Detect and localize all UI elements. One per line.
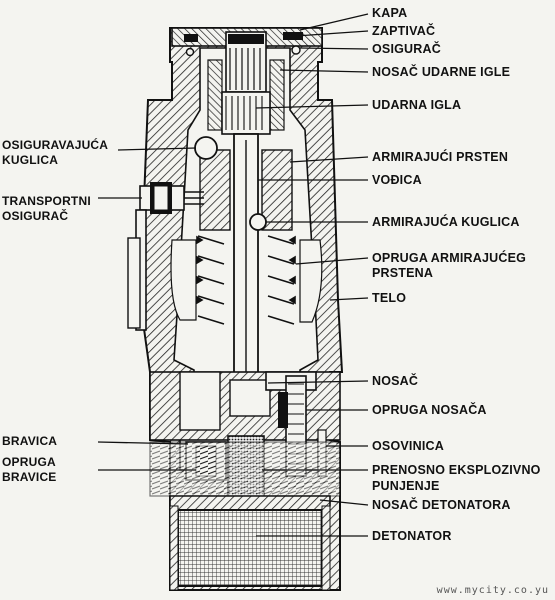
label-transportni: TRANSPORTNI (2, 194, 91, 208)
label-nosac: NOSAČ (372, 374, 419, 388)
transport-safety (127, 182, 204, 331)
label-armirajuca-kuglica: ARMIRAJUĆA KUGLICA (372, 215, 520, 229)
leader-lines (97, 13, 369, 537)
label-zaptivac: ZAPTIVAČ (372, 24, 436, 38)
arming-ball (249, 213, 267, 231)
safety-osigurac-left (185, 47, 195, 57)
label-osovinica: OSOVINICA (372, 439, 444, 453)
seal-zaptivac (283, 32, 303, 40)
label-bravica: BRAVICA (2, 434, 58, 448)
label-opruga-nosaca: OPRUGA NOSAČA (372, 403, 487, 417)
label-opruga-bravice: OPRUGA (2, 455, 56, 469)
label-transportni-2: OSIGURAČ (2, 209, 69, 223)
label-osigurac: OSIGURAČ (372, 42, 441, 56)
label-nosac-detonatora: NOSAČ DETONATORA (372, 498, 511, 512)
label-prenosno: PRENOSNO EKSPLOZIVNO (372, 463, 541, 477)
arming-ring-right (261, 149, 293, 231)
label-detonator: DETONATOR (372, 529, 452, 543)
safety-ball (194, 136, 218, 160)
seal-left (184, 34, 198, 42)
arming-ring (199, 149, 231, 231)
label-nosac-udarne-igle: NOSAČ UDARNE IGLE (372, 65, 511, 79)
detonator (177, 509, 323, 587)
firing-pin (221, 91, 271, 135)
label-osiguravajuca: OSIGURAVAJUĆA (2, 138, 109, 152)
label-prenosno-2: PUNJENJE (372, 479, 440, 493)
watermark: www.mycity.co.yu (436, 585, 549, 596)
label-vodica: VOĐICA (372, 173, 422, 187)
label-opruga-bravice-2: BRAVICE (2, 470, 57, 484)
safety-osigurac (291, 45, 301, 55)
label-kapa: KAPA (372, 6, 408, 20)
label-opruga-armirajuceg: OPRUGA ARMIRAJUĆEG (372, 251, 527, 265)
label-udarna-igla: UDARNA IGLA (372, 98, 462, 112)
arming-ring-spring (196, 235, 296, 325)
label-opruga-armirajuceg-2: PRSTENA (372, 266, 434, 280)
label-telo: TELO (372, 291, 407, 305)
label-osiguravajuca-2: KUGLICA (2, 153, 59, 167)
label-armirajuci-prsten: ARMIRAJUĆI PRSTEN (372, 150, 509, 164)
